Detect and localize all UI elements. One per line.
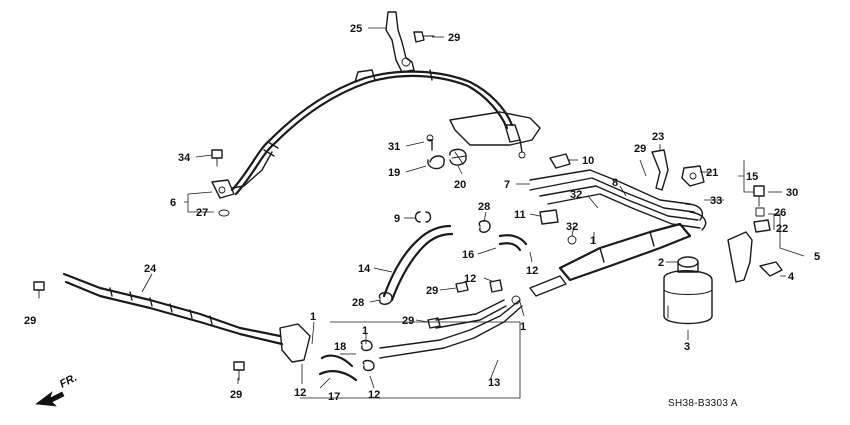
hose-clamp-19-20: [426, 134, 467, 170]
callout-12: 12: [294, 387, 306, 399]
leader-lines: [141, 27, 805, 399]
callout-12: 12: [368, 389, 380, 401]
lower-pipes-13: [379, 279, 523, 359]
callout-12: 12: [464, 273, 476, 285]
hose-14: [382, 224, 454, 302]
cable-24: [62, 272, 311, 363]
callout-28: 28: [478, 201, 490, 213]
callout-1: 1: [590, 235, 596, 247]
hose-16: [498, 234, 528, 252]
front-arrow-icon: [35, 391, 65, 407]
callout-29: 29: [448, 32, 460, 44]
callout-14: 14: [358, 263, 371, 275]
callout-29: 29: [230, 389, 242, 401]
callout-2: 2: [658, 257, 664, 269]
callout-10: 10: [582, 155, 594, 167]
bolt-29-left: [33, 281, 45, 299]
callout-labels: 25 29 34 6 27 31 19 20 10 7 8 32 29 23 2…: [24, 23, 820, 403]
callout-21: 21: [706, 167, 718, 179]
clip-9: [414, 211, 432, 223]
callout-18: 18: [334, 341, 346, 353]
callout-6: 6: [170, 197, 176, 209]
clamp-11: [539, 209, 559, 225]
bolt-32-lower: [567, 235, 577, 245]
bolt-29-middle: [427, 281, 469, 329]
callout-16: 16: [462, 249, 474, 261]
high-pressure-hose: [230, 69, 541, 196]
front-direction-label: FR.: [58, 372, 79, 391]
callout-20: 20: [454, 179, 466, 191]
callout-11: 11: [514, 209, 526, 221]
callout-34: 34: [178, 152, 191, 164]
callout-1: 1: [520, 321, 526, 333]
callout-29: 29: [426, 285, 438, 297]
return-pipe-bundle: [529, 169, 707, 297]
clamp-28-top: [478, 220, 491, 233]
callout-29: 29: [24, 315, 36, 327]
clamp-28-bottom: [378, 292, 393, 305]
callout-3: 3: [684, 341, 690, 353]
callout-33: 33: [710, 195, 722, 207]
reservoir-3: [663, 256, 713, 325]
callout-27: 27: [196, 207, 208, 219]
front-direction-indicator: FR.: [35, 372, 79, 407]
bolt-29-bottom: [233, 361, 245, 381]
callout-4: 4: [788, 271, 795, 283]
callout-26: 26: [774, 207, 786, 219]
hose-fitting-6: [211, 151, 273, 217]
callout-29: 29: [402, 315, 414, 327]
callout-31: 31: [388, 141, 400, 153]
callout-32: 32: [570, 189, 582, 201]
callout-12: 12: [526, 265, 538, 277]
callout-25: 25: [350, 23, 362, 35]
callout-28: 28: [352, 297, 364, 309]
callout-17: 17: [328, 391, 340, 403]
callout-22: 22: [776, 223, 788, 235]
callout-30: 30: [786, 187, 798, 199]
bolt-29-top: [413, 31, 435, 43]
bolt-30: [753, 185, 765, 207]
callout-32: 32: [566, 221, 578, 233]
callout-23: 23: [652, 131, 664, 143]
reservoir-bracket-5: [727, 231, 783, 283]
callout-1: 1: [362, 325, 368, 337]
callout-24: 24: [144, 263, 157, 275]
collar-26-22: [753, 207, 771, 233]
callout-5: 5: [814, 251, 820, 263]
hose-17-18: [318, 339, 375, 382]
clip-10: [549, 153, 571, 169]
grommet-21: [681, 165, 705, 187]
callout-15: 15: [746, 171, 758, 183]
callout-1: 1: [310, 311, 316, 323]
callout-8: 8: [612, 177, 618, 189]
callout-9: 9: [394, 213, 400, 225]
callout-13: 13: [488, 377, 500, 389]
diagram-code: SH38-B3303 A: [668, 398, 738, 409]
callout-19: 19: [388, 167, 400, 179]
bracket-23: [651, 149, 669, 191]
callout-7: 7: [504, 179, 510, 191]
bolt-34: [211, 149, 223, 167]
hose-bracket-25: [385, 11, 415, 73]
callout-29: 29: [634, 143, 646, 155]
